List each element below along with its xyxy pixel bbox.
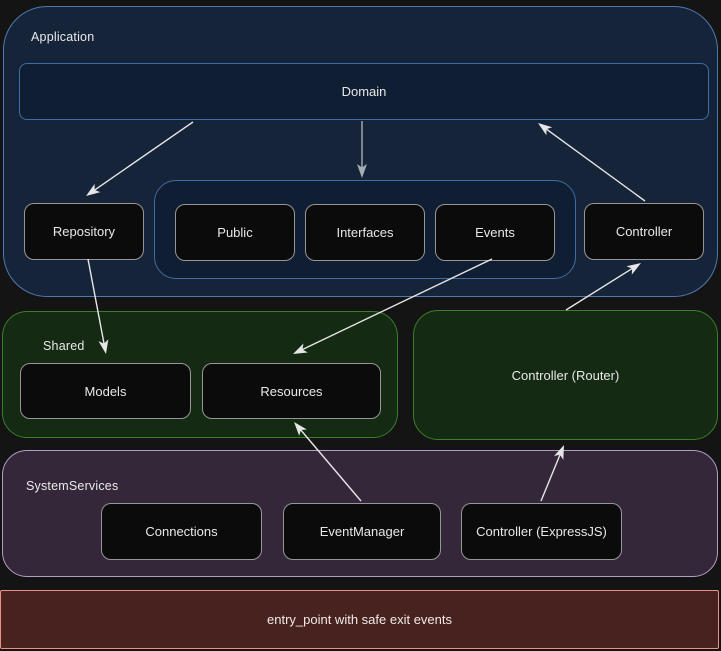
node-repository: Repository xyxy=(24,203,144,260)
node-eventmanager-label: EventManager xyxy=(319,524,405,539)
node-controller: Controller xyxy=(584,203,704,260)
system-services-label: SystemServices xyxy=(26,479,119,493)
application-label: Application xyxy=(31,30,95,44)
entry-point-bar: entry_point with safe exit events xyxy=(0,590,719,649)
node-controller-router: Controller (Router) xyxy=(413,310,718,440)
node-resources-label: Resources xyxy=(260,383,323,399)
node-models-label: Models xyxy=(84,383,127,399)
shared-container: Shared Models Resources xyxy=(2,311,398,438)
node-interfaces-label: Interfaces xyxy=(336,225,394,240)
node-controller-expressjs: Controller (ExpressJS) xyxy=(461,503,622,560)
node-public: Public xyxy=(175,204,295,261)
entry-point-label: entry_point with safe exit events xyxy=(267,612,452,627)
node-interfaces: Interfaces xyxy=(305,204,425,261)
node-models: Models xyxy=(20,363,191,419)
application-container: Application Domain Repository Public Int… xyxy=(3,6,718,297)
node-resources: Resources xyxy=(202,363,381,419)
system-services-container: SystemServices Connections EventManager … xyxy=(2,450,718,577)
node-domain: Domain xyxy=(19,63,709,120)
interfaces-group-container: Public Interfaces Events xyxy=(154,180,576,279)
shared-label: Shared xyxy=(43,339,85,353)
node-controller-label: Controller xyxy=(615,224,673,239)
node-controller-expressjs-label: Controller (ExpressJS) xyxy=(476,524,607,539)
node-eventmanager: EventManager xyxy=(283,503,441,560)
node-domain-label: Domain xyxy=(341,84,387,99)
node-events-label: Events xyxy=(475,225,515,240)
node-events: Events xyxy=(435,204,555,261)
node-public-label: Public xyxy=(217,225,253,240)
node-repository-label: Repository xyxy=(52,224,116,239)
node-connections: Connections xyxy=(101,503,262,560)
node-connections-label: Connections xyxy=(145,524,218,539)
node-controller-router-label: Controller (Router) xyxy=(511,367,620,383)
